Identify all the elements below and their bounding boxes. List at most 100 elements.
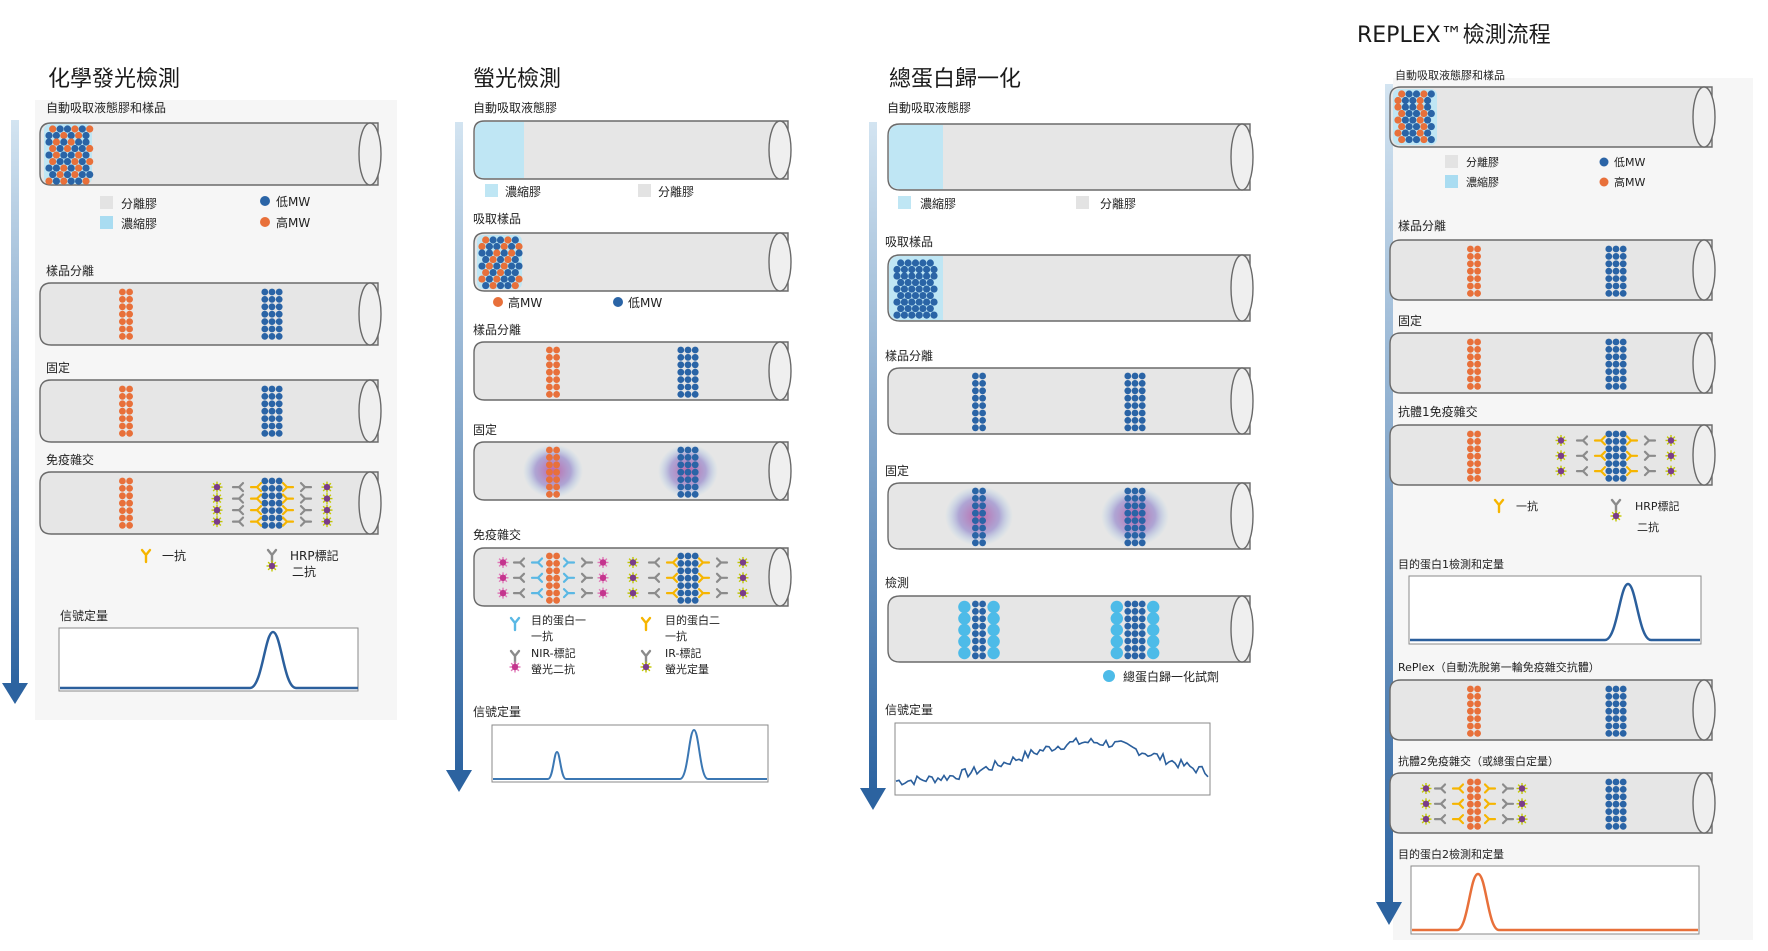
col1-low-mw-dot bbox=[260, 196, 270, 206]
col4-legend-hrp-2: 二抗 bbox=[1637, 520, 1659, 534]
col2-glow-1 bbox=[523, 444, 583, 498]
col3-band-2 bbox=[1124, 372, 1146, 432]
col4-band-blue bbox=[1605, 245, 1627, 297]
col2-band-blue bbox=[677, 346, 699, 398]
col4-band-blue-4 bbox=[1605, 685, 1627, 737]
col2-sample-beads bbox=[477, 235, 523, 290]
flow-arrows bbox=[2, 84, 1402, 925]
col2-legend-nir-a: NIR-標記 bbox=[531, 646, 576, 660]
col3-legend-stack-gel: 濃縮膠 bbox=[920, 196, 956, 211]
col2-legend-ir-b: 螢光定量 bbox=[665, 662, 709, 676]
col4-antibody-complexes-1 bbox=[1555, 434, 1677, 477]
col3-band-3 bbox=[972, 487, 986, 547]
col4-antibody-complexes-2 bbox=[1420, 782, 1528, 825]
col2-legend-sep-gel: 分離膠 bbox=[658, 185, 694, 199]
col3-intake-label: 自動吸取液態膠 bbox=[887, 100, 971, 115]
col1-high-mw-dot bbox=[260, 217, 270, 227]
col3-tube-detect bbox=[887, 595, 1254, 663]
col1-band-blue bbox=[261, 288, 283, 340]
col1-step-separation: 樣品分離 bbox=[46, 263, 94, 278]
col3-tube-separation bbox=[887, 367, 1254, 435]
col4-target1-trace bbox=[1410, 582, 1700, 642]
col1-signal-trace bbox=[60, 630, 358, 690]
col1-stack-gel-swatch bbox=[100, 216, 113, 229]
col4-tube-replex bbox=[1389, 679, 1716, 741]
col2-target1-ab-icon bbox=[509, 616, 521, 632]
col3-band-5 bbox=[958, 600, 1000, 660]
col4-tube-ab1 bbox=[1389, 424, 1716, 486]
col1-tube-immobilize bbox=[39, 379, 382, 443]
col1-intake-label: 自動吸取液態膠和樣品 bbox=[46, 100, 166, 115]
col4-step-ab1: 抗體1免疫雜交 bbox=[1398, 404, 1478, 419]
col4-legend-low-mw: 低MW bbox=[1614, 156, 1645, 169]
col4-band-blue-3 bbox=[1605, 430, 1627, 482]
col4-tube-immobilize bbox=[1389, 332, 1716, 394]
col1-step-immobilize: 固定 bbox=[46, 360, 70, 375]
col2-nir-complexes bbox=[497, 556, 609, 599]
col3-step-immobilize: 固定 bbox=[885, 463, 909, 478]
col4-legend-hrp-1: HRP標記 bbox=[1635, 499, 1680, 513]
col1-sep-gel-swatch bbox=[100, 196, 113, 209]
col2-low-mw-dot bbox=[613, 297, 623, 307]
col4-step-target2: 目的蛋白2檢測和定量 bbox=[1398, 847, 1504, 861]
col2-step-sample: 吸取樣品 bbox=[473, 211, 521, 226]
col3-tube-sample bbox=[887, 254, 1254, 322]
col4-target2-box bbox=[1410, 865, 1700, 935]
col4-stack-gel-swatch bbox=[1445, 175, 1458, 188]
col2-step-immuno: 免疫雜交 bbox=[473, 527, 521, 542]
col3-step-detect: 檢測 bbox=[885, 575, 909, 590]
col1-band-blue-3 bbox=[261, 477, 283, 529]
col4-tube-separation bbox=[1389, 239, 1716, 301]
col2-tube-separation bbox=[473, 341, 792, 401]
col2-stack-gel-swatch bbox=[485, 184, 498, 197]
col2-title: 螢光檢測 bbox=[473, 67, 561, 92]
col4-step-ab2: 抗體2免疫雜交（或總蛋白定量） bbox=[1398, 754, 1559, 768]
col2-step-immobilize: 固定 bbox=[473, 422, 497, 437]
col3-sep-gel-swatch bbox=[1076, 196, 1089, 209]
col2-signal-trace bbox=[493, 728, 767, 780]
col3-signal-box bbox=[894, 722, 1211, 796]
col1-signal-box bbox=[58, 627, 359, 692]
col2-nir-ab-icon bbox=[509, 649, 521, 673]
col3-band-4 bbox=[1124, 487, 1146, 547]
col4-band-orange bbox=[1467, 245, 1481, 297]
col2-tube-immobilize bbox=[473, 441, 792, 501]
col4-step-immobilize: 固定 bbox=[1398, 313, 1422, 328]
col4-title: REPLEX™檢測流程 bbox=[1357, 23, 1551, 48]
col4-legend-sep-gel: 分離膠 bbox=[1466, 155, 1499, 169]
col1-legend-hrp-2: 二抗 bbox=[292, 564, 316, 579]
col2-legend-low-mw: 低MW bbox=[628, 296, 662, 310]
col4-target2-trace bbox=[1412, 872, 1698, 932]
col1-legend-sep-gel: 分離膠 bbox=[121, 197, 157, 211]
col1-band-orange-3 bbox=[119, 477, 133, 529]
col2-legend-high-mw: 高MW bbox=[508, 295, 542, 310]
col2-band-orange bbox=[546, 346, 560, 398]
col1-stack-beads bbox=[44, 124, 94, 185]
col3-band-1 bbox=[972, 372, 986, 432]
col4-hrp-ab-icon bbox=[1610, 498, 1622, 522]
col3-glow-1 bbox=[945, 486, 1013, 546]
col2-ir-complexes bbox=[627, 556, 749, 599]
col4-step-replex: RePlex（自動洗脫第一輪免疫雜交抗體） bbox=[1398, 660, 1600, 674]
col1-legend-low-mw: 低MW bbox=[276, 195, 310, 209]
col4-band-orange-5 bbox=[1467, 778, 1481, 830]
col4-sep-gel-swatch bbox=[1445, 155, 1458, 168]
col4-intake-label: 自動吸取液態膠和樣品 bbox=[1395, 68, 1505, 82]
col2-legend-target1-a: 目的蛋白一 bbox=[531, 613, 586, 627]
col3-legend-sep-gel: 分離膠 bbox=[1100, 197, 1136, 211]
col4-primary-ab-icon bbox=[1493, 498, 1505, 514]
col2-legend-stack-gel: 濃縮膠 bbox=[505, 184, 541, 199]
col2-high-mw-dot bbox=[493, 297, 503, 307]
col2-legend-target2-b: 一抗 bbox=[665, 629, 687, 643]
col4-step-separation: 樣品分離 bbox=[1398, 218, 1446, 233]
col3-step-sample: 吸取樣品 bbox=[885, 234, 933, 249]
col2-tube-sample bbox=[473, 232, 792, 292]
col1-tube-intake bbox=[39, 122, 382, 186]
col4-tube-intake bbox=[1389, 86, 1716, 148]
col3-legend-reagent: 總蛋白歸一化試劑 bbox=[1123, 669, 1219, 684]
col4-high-mw-dot bbox=[1599, 177, 1609, 187]
col4-legend-stack-gel: 濃縮膠 bbox=[1466, 175, 1499, 189]
col4-band-blue-2 bbox=[1605, 338, 1627, 390]
col3-stack-gel-swatch bbox=[898, 196, 911, 209]
